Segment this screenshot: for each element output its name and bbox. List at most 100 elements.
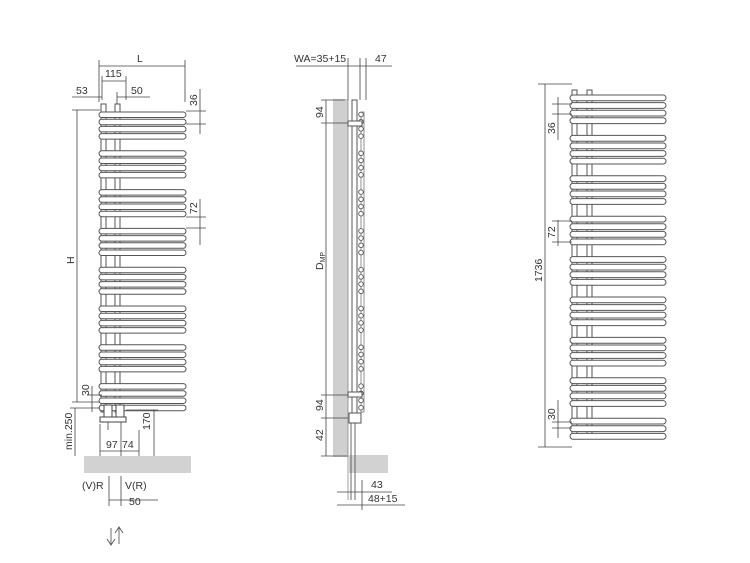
- front-bar: [98, 125, 187, 133]
- back-bar: [569, 238, 667, 246]
- side-bar-dot: [358, 111, 364, 118]
- front-bar: [98, 150, 187, 157]
- back-bar: [569, 400, 667, 407]
- side-94bot-label: 94: [314, 399, 326, 411]
- front-50b-label: 50: [129, 496, 141, 508]
- front-view: L 115 53 50 36 72 H 30 min.250: [63, 53, 206, 546]
- side-bar-dot: [358, 366, 364, 372]
- front-L-label: L: [137, 53, 143, 65]
- front-bar: [98, 281, 187, 288]
- side-bar-dot: [358, 157, 364, 164]
- back-36-label: 36: [546, 122, 558, 134]
- side-bar-group: [358, 111, 364, 411]
- back-bar: [569, 198, 667, 205]
- side-bar-dot: [358, 242, 364, 249]
- back-bar: [569, 425, 667, 433]
- side-bar-dot: [358, 351, 364, 358]
- back-bar-group: [569, 94, 667, 440]
- front-115-label: 115: [105, 68, 122, 80]
- front-valves: [99, 404, 127, 430]
- front-97-label: 97: [106, 439, 118, 451]
- side-bar-dot: [358, 312, 364, 319]
- front-bar: [98, 305, 187, 312]
- front-30-label: 30: [80, 384, 92, 396]
- back-bar: [569, 142, 667, 150]
- side-bar-dot: [358, 172, 364, 178]
- back-bar: [569, 117, 667, 125]
- front-bar: [98, 203, 187, 210]
- front-bar: [98, 273, 187, 281]
- side-bar-dot: [358, 397, 364, 404]
- back-bar: [569, 417, 667, 425]
- front-bar: [98, 210, 187, 218]
- side-Dmp-label: DMP: [314, 252, 327, 270]
- side-bar-dot: [358, 189, 364, 195]
- side-42-label: 42: [314, 429, 326, 441]
- back-bar: [569, 215, 667, 223]
- side-bar-dot: [358, 133, 364, 139]
- front-bar: [98, 266, 187, 274]
- front-bar: [98, 312, 187, 320]
- side-bar-dot: [358, 164, 364, 171]
- front-74-label: 74: [122, 439, 134, 451]
- front-53-label: 53: [76, 85, 88, 97]
- side-bar-dot: [358, 228, 364, 234]
- side-bar-dot: [358, 358, 364, 365]
- front-min250-label: min.250: [63, 412, 75, 450]
- back-bar: [569, 190, 667, 198]
- flow-arrows-icon: [106, 526, 124, 546]
- front-bar: [98, 390, 187, 397]
- back-bar: [569, 278, 667, 286]
- side-Dmp-sub: MP: [320, 252, 327, 263]
- side-bar-dot: [358, 196, 364, 203]
- side-bar-dot: [358, 210, 364, 217]
- front-bar: [98, 171, 187, 179]
- front-VR-label: (V)R: [82, 480, 104, 492]
- back-bar: [569, 352, 667, 359]
- front-36-label: 36: [188, 94, 200, 106]
- back-72-label: 72: [546, 226, 558, 238]
- front-H-label: H: [65, 256, 77, 264]
- back-bar: [569, 157, 667, 165]
- side-bar-dot: [358, 203, 364, 210]
- front-bar: [98, 344, 187, 351]
- side-bar-dot: [358, 274, 364, 280]
- front-bar: [98, 227, 187, 235]
- front-72-label: 72: [188, 202, 200, 214]
- front-collector-left: [100, 103, 107, 413]
- front-bar: [98, 383, 187, 390]
- front-50-label: 50: [131, 85, 143, 97]
- back-bar: [569, 311, 667, 319]
- front-bar: [98, 111, 187, 118]
- front-bar: [98, 118, 187, 126]
- front-bar: [98, 189, 187, 196]
- front-170-label: 170: [141, 412, 153, 430]
- side-WA-label: WA=35+15: [294, 53, 346, 65]
- front-bar: [98, 249, 187, 256]
- side-bar-dot: [358, 150, 364, 157]
- side-47-label: 47: [375, 53, 387, 65]
- back-bar: [569, 336, 667, 344]
- front-bar: [98, 196, 187, 203]
- back-bar: [569, 182, 667, 190]
- side-48-label: 48+15: [368, 493, 398, 505]
- side-Dmp-main: D: [314, 262, 326, 270]
- side-bar-dot: [358, 305, 364, 312]
- back-bar: [569, 392, 667, 400]
- front-bar-group: [98, 111, 187, 412]
- side-floor: [348, 455, 388, 473]
- side-bar-dot: [358, 383, 364, 389]
- front-collector-right: [114, 103, 121, 413]
- side-43-label: 43: [371, 479, 383, 491]
- back-bar: [569, 384, 667, 392]
- side-bar-dot: [358, 281, 364, 287]
- side-view: WA=35+15 47 94 DMP 94 42 43 48+15: [294, 53, 405, 510]
- side-bar-dot: [358, 404, 364, 411]
- side-bar-dot: [358, 288, 364, 295]
- side-brackets: [347, 120, 363, 500]
- back-bar: [569, 344, 667, 352]
- back-bar: [569, 296, 667, 304]
- front-bar: [98, 235, 187, 242]
- back-bar: [569, 134, 667, 142]
